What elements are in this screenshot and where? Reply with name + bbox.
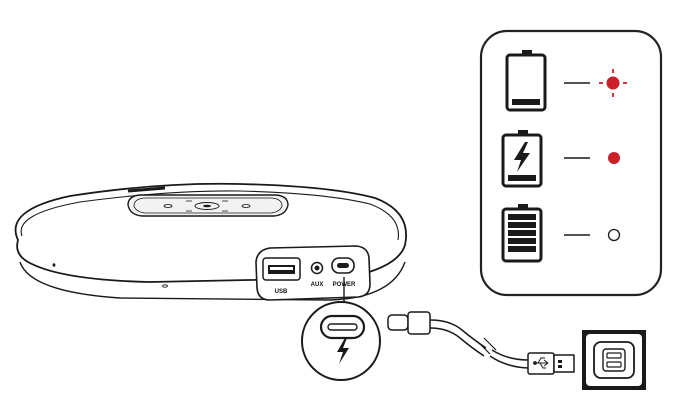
battery-status-panel (479, 29, 663, 297)
usb-c-power-port (331, 257, 355, 274)
usb-c-cable (387, 311, 575, 375)
usb-a-port (262, 257, 301, 281)
battery-low-row (505, 50, 627, 112)
off-indicator (607, 228, 621, 242)
aux-port-label: AUX (311, 282, 324, 288)
battery-charging-row (501, 130, 620, 188)
usb-port-label: USB (275, 289, 288, 295)
mute-button (194, 202, 220, 210)
aux-port (310, 261, 324, 275)
speakerphone-device (14, 182, 407, 301)
blinking-red-indicator (599, 69, 627, 97)
power-port-callout (301, 277, 381, 381)
battery-charging-icon (501, 130, 543, 188)
usb-icon (533, 357, 549, 369)
battery-full-row (501, 204, 621, 263)
mic-hole (52, 263, 56, 267)
battery-low-icon (505, 50, 547, 112)
wall-outlet-icon (582, 330, 646, 390)
lightning-icon (337, 338, 349, 364)
solid-red-indicator (608, 152, 620, 164)
battery-full-icon (501, 204, 543, 263)
